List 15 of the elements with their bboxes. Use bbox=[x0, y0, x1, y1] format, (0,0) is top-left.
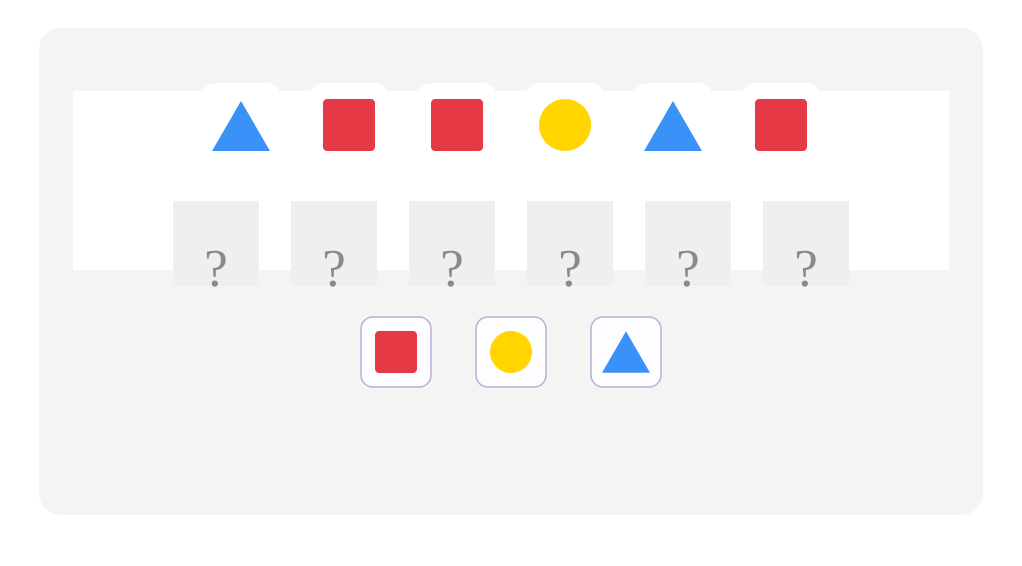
question-card: ? bbox=[173, 201, 259, 287]
circle-shape bbox=[490, 331, 532, 373]
question-card: ? bbox=[409, 201, 495, 287]
square-shape bbox=[375, 331, 417, 373]
triangle-shape bbox=[602, 331, 650, 373]
question-card: ? bbox=[527, 201, 613, 287]
square-shape bbox=[431, 99, 483, 151]
question-card: ? bbox=[291, 201, 377, 287]
square-shape bbox=[755, 99, 807, 151]
circle-shape bbox=[539, 99, 591, 151]
question-card: ? bbox=[763, 201, 849, 287]
square-shape bbox=[323, 99, 375, 151]
question-card: ? bbox=[645, 201, 731, 287]
triangle-shape bbox=[212, 100, 270, 152]
triangle-shape bbox=[644, 100, 702, 152]
